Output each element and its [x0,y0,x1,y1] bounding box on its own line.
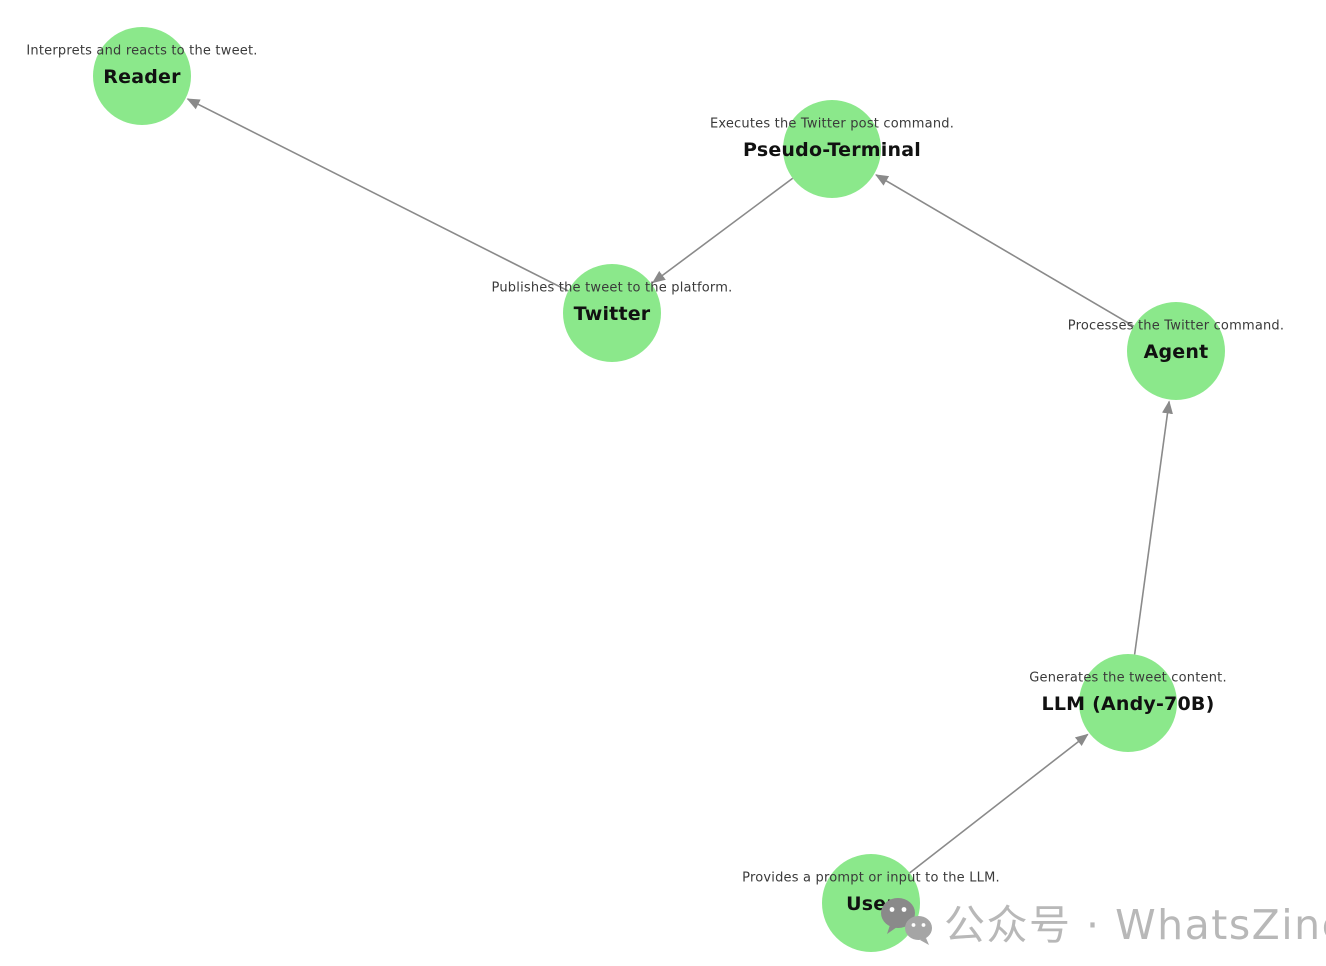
node-circle [93,27,191,125]
node-label: Twitter [573,303,651,325]
edge-pseudo-terminal-twitter [652,177,794,284]
edge-user-llm [909,733,1089,874]
edge-agent-pseudo-terminal [875,174,1135,327]
node-label: Pseudo-Terminal [743,139,921,161]
node-description: Processes the Twitter command. [1067,318,1285,334]
wechat-icon [881,898,932,945]
node-description: Publishes the tweet to the platform. [491,280,733,296]
node-description: Executes the Twitter post command. [709,116,955,132]
node-circle [1127,302,1225,400]
node-circle [563,264,661,362]
edge-twitter-reader [186,98,569,292]
node-circle [1079,654,1177,752]
node-circle [783,100,881,198]
watermark-text: 公众号 · WhatsZine [944,901,1326,949]
node-description: Provides a prompt or input to the LLM. [742,870,1000,886]
edge-llm-agent [1133,400,1173,655]
node-label: Agent [1143,341,1209,363]
node-label: LLM (Andy-70B) [1041,693,1215,715]
node-label: Reader [103,66,181,88]
watermark: 公众号 · WhatsZine [880,891,1326,951]
node-description: Interprets and reacts to the tweet. [26,43,258,59]
node-description: Generates the tweet content. [1029,670,1227,686]
